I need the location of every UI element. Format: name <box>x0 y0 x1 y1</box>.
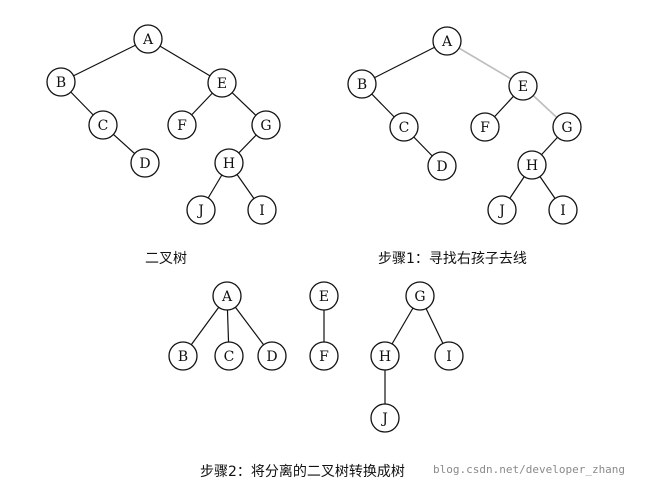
nodes-layer: A B C D E F G H J I A B C D E F G H J I A B C D E F G H I J <box>46 24 582 433</box>
node-label: G <box>561 120 572 136</box>
node-circle <box>133 24 163 54</box>
node-label: C <box>224 349 235 365</box>
node-label: J <box>380 411 388 427</box>
node-label: B <box>56 75 66 91</box>
node-original-B: B <box>46 67 76 97</box>
node-label: J <box>497 203 505 219</box>
node-circle <box>130 148 160 178</box>
node-circle <box>214 148 244 178</box>
node-step1-F: F <box>470 112 500 142</box>
node-circle <box>432 26 462 56</box>
node-circle <box>88 110 118 140</box>
node-label: I <box>560 203 566 219</box>
node-circle <box>46 67 76 97</box>
node-circle <box>434 341 464 371</box>
caption-original: 二叉树 <box>145 251 187 267</box>
caption-step1: 步骤1：寻找右孩子去线 <box>378 251 527 267</box>
node-label: E <box>217 76 227 92</box>
node-original-A: A <box>133 24 163 54</box>
node-original-J: J <box>186 195 216 225</box>
node-label: E <box>319 289 329 305</box>
node-label: D <box>436 159 447 175</box>
node-step2-H: H <box>370 341 400 371</box>
node-step1-H: H <box>517 150 547 180</box>
node-label: B <box>178 349 188 365</box>
node-original-F: F <box>167 110 197 140</box>
node-label: D <box>266 349 277 365</box>
node-step1-I: I <box>548 195 578 225</box>
node-circle <box>309 341 339 371</box>
node-circle <box>405 281 435 311</box>
node-label: H <box>223 156 235 172</box>
node-circle <box>168 341 198 371</box>
node-circle <box>552 112 582 142</box>
node-circle <box>247 195 277 225</box>
node-step2-E: E <box>309 281 339 311</box>
node-label: J <box>196 203 204 219</box>
removed-edge-step1-A-E <box>446 40 524 87</box>
node-original-H: H <box>214 148 244 178</box>
node-circle <box>167 110 197 140</box>
node-original-I: I <box>247 195 277 225</box>
node-original-C: C <box>88 110 118 140</box>
node-step2-A: A <box>212 281 242 311</box>
node-original-D: D <box>130 148 160 178</box>
node-circle <box>487 195 517 225</box>
node-step2-D: D <box>257 341 287 371</box>
node-circle <box>207 68 237 98</box>
node-label: F <box>177 118 187 134</box>
node-circle <box>251 110 281 140</box>
node-label: A <box>221 289 233 305</box>
node-circle <box>347 69 377 99</box>
node-step2-F: F <box>309 341 339 371</box>
node-label: B <box>357 77 367 93</box>
node-step1-A: A <box>432 26 462 56</box>
node-step2-I: I <box>434 341 464 371</box>
node-step2-J: J <box>370 403 400 433</box>
edge-original-A-B <box>60 38 149 83</box>
node-step2-B: B <box>168 341 198 371</box>
node-label: F <box>480 120 490 136</box>
node-circle <box>427 151 457 181</box>
node-circle <box>548 195 578 225</box>
node-label: A <box>441 34 453 50</box>
node-circle <box>257 341 287 371</box>
node-label: I <box>259 203 265 219</box>
node-label: C <box>399 120 410 136</box>
node-circle <box>370 341 400 371</box>
node-label: H <box>526 158 538 174</box>
edge-step1-A-B <box>361 40 448 85</box>
node-step1-C: C <box>389 112 419 142</box>
node-label: F <box>319 349 329 365</box>
node-circle <box>470 112 500 142</box>
node-step1-D: D <box>427 151 457 181</box>
node-label: C <box>98 118 109 134</box>
node-step1-B: B <box>347 69 377 99</box>
node-step1-G: G <box>552 112 582 142</box>
node-step1-J: J <box>487 195 517 225</box>
node-step1-E: E <box>508 71 538 101</box>
node-circle <box>370 403 400 433</box>
node-label: G <box>260 118 271 134</box>
node-label: G <box>414 289 425 305</box>
node-circle <box>389 112 419 142</box>
node-circle <box>214 341 244 371</box>
node-circle <box>212 281 242 311</box>
watermark: blog.csdn.net/developer_zhang <box>433 463 626 476</box>
node-circle <box>517 150 547 180</box>
node-step2-G: G <box>405 281 435 311</box>
node-circle <box>309 281 339 311</box>
node-label: D <box>139 156 150 172</box>
node-label: E <box>518 79 528 95</box>
caption-step2: 步骤2：将分离的二叉树转换成树 <box>200 464 405 480</box>
node-circle <box>186 195 216 225</box>
node-original-G: G <box>251 110 281 140</box>
node-circle <box>508 71 538 101</box>
node-label: H <box>379 349 391 365</box>
node-original-E: E <box>207 68 237 98</box>
node-label: I <box>446 349 452 365</box>
node-label: A <box>142 32 154 48</box>
node-step2-C: C <box>214 341 244 371</box>
